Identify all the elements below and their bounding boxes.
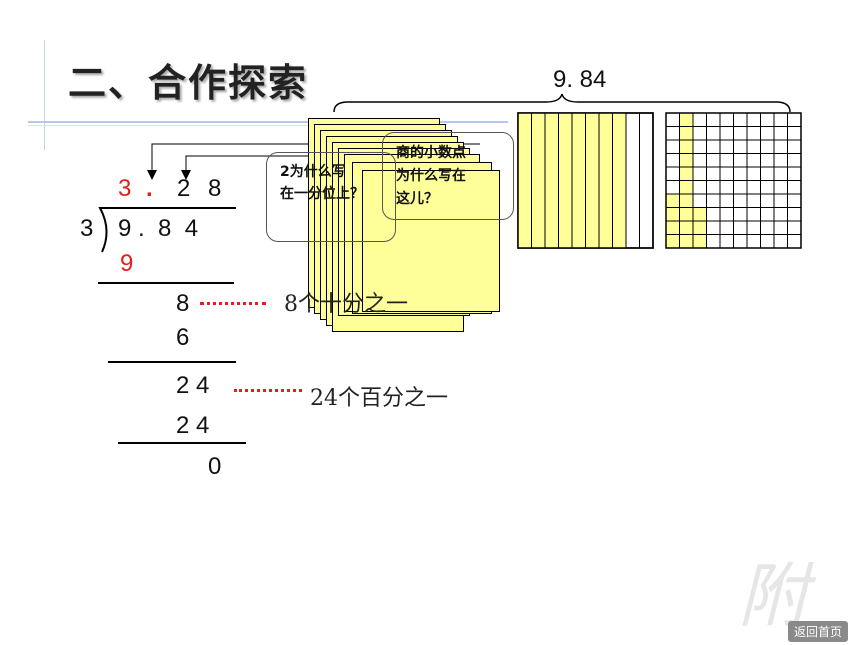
step-final-remainder: 0	[208, 453, 222, 480]
quotient-decimal-point: .	[146, 175, 153, 202]
hundredths-grid	[665, 112, 802, 249]
question-bubble-1	[266, 152, 396, 242]
step-subtract-2: 6	[176, 324, 190, 351]
division-line-1	[98, 282, 234, 284]
note-tenths: 8个十分之一	[284, 292, 408, 317]
step-remainder-1: 8	[176, 290, 190, 317]
quotient-digit-ones: 3	[118, 175, 132, 202]
title-decoration-line	[28, 121, 508, 123]
question-2-line-2: 为什么写在	[396, 168, 466, 184]
question-1-line-2: 在一分位上？	[280, 186, 364, 202]
step-subtract-1: 9	[120, 250, 134, 277]
step-remainder-2: 2 4	[176, 372, 210, 399]
total-brace	[333, 93, 791, 113]
dotted-pointer-1	[200, 302, 266, 305]
divisor: 3	[80, 215, 94, 242]
question-2-line-3: 这儿？	[396, 191, 438, 207]
question-1-line-1: 2为什么写	[280, 164, 346, 180]
division-line-2	[108, 361, 236, 363]
division-line-3	[118, 442, 246, 444]
question-bubble-2	[382, 132, 514, 220]
note-hundredths: 24个百分之一	[310, 386, 448, 411]
total-label: 9. 84	[553, 66, 607, 93]
dotted-pointer-2	[234, 389, 302, 392]
quotient-digit-hundredths: 8	[208, 175, 222, 202]
home-button[interactable]: 返回首页	[788, 621, 849, 642]
division-bracket	[98, 207, 236, 253]
step-subtract-3: 2 4	[176, 412, 210, 439]
tenths-grid	[517, 112, 654, 249]
slide-title: 二、合作探索	[68, 61, 309, 105]
question-2-line-1: 商的小数点	[396, 145, 466, 161]
dividend: 9 . 8 4	[118, 215, 199, 242]
title-decoration-vertical	[44, 40, 45, 150]
quotient-digit-tenths: 2	[177, 175, 191, 202]
title-decoration-line-thin	[28, 125, 328, 126]
